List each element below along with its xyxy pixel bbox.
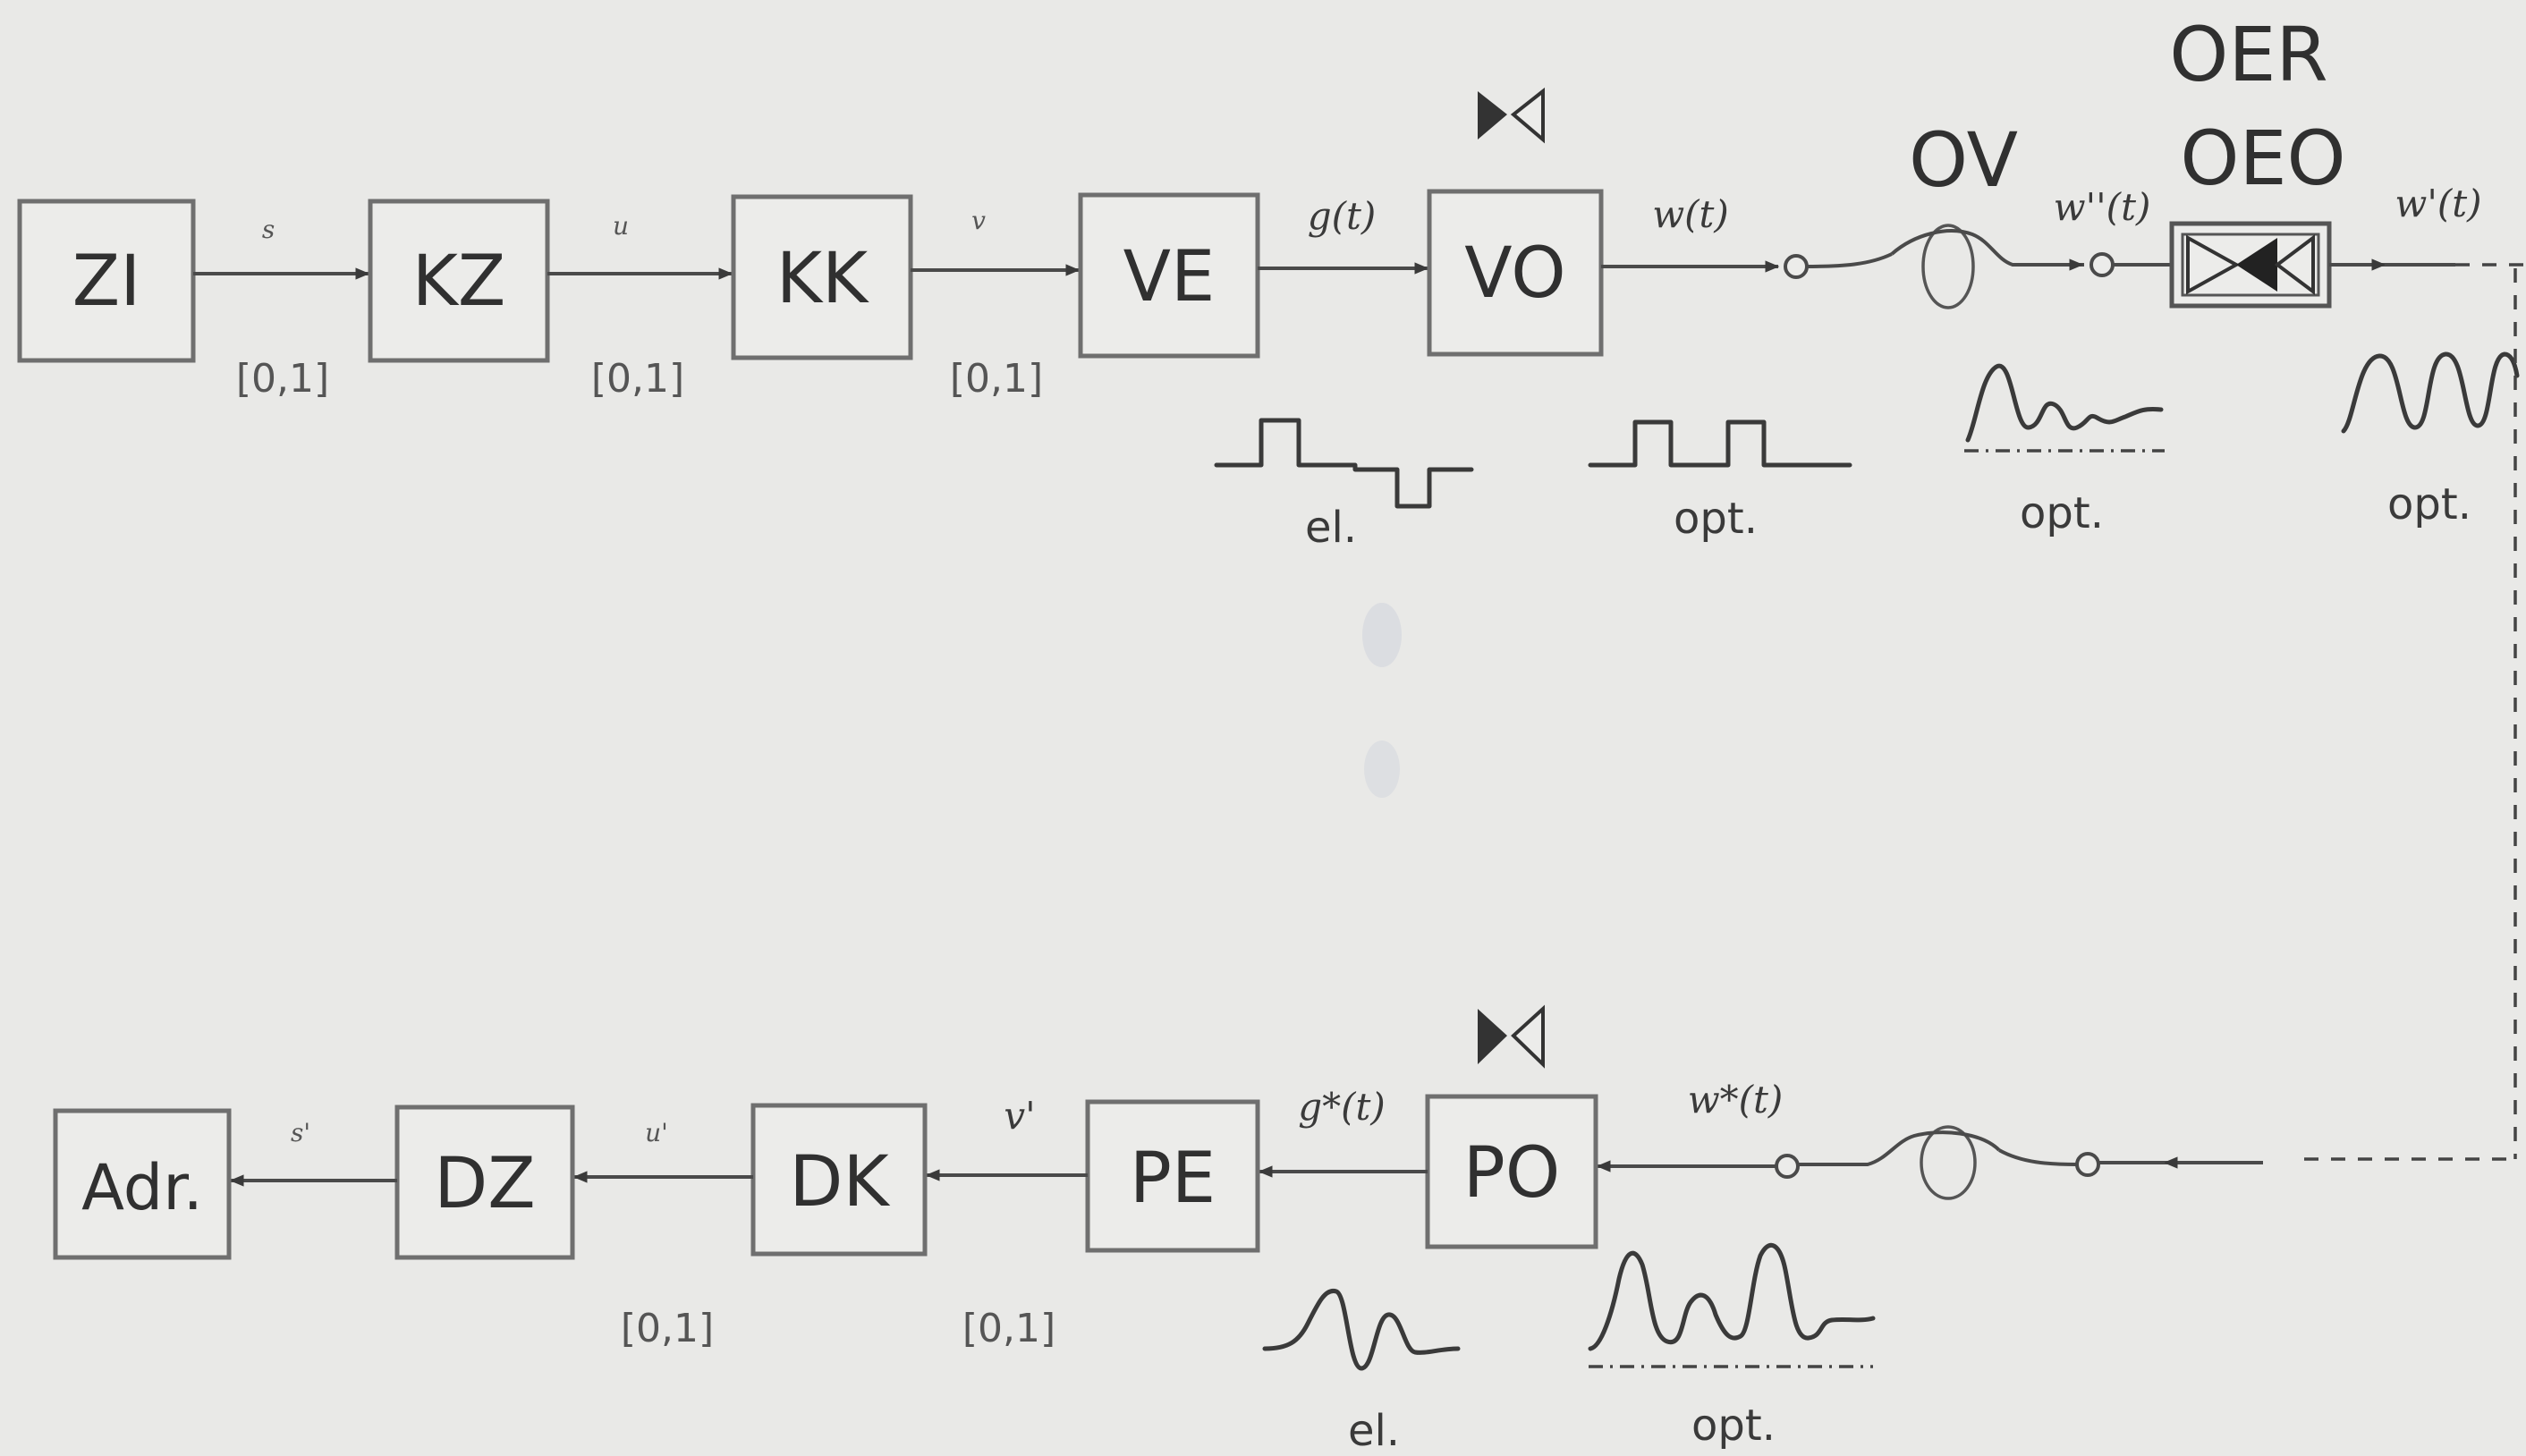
waveform-optical-3 bbox=[2341, 351, 2520, 434]
signal-v: v bbox=[971, 206, 986, 235]
top-row: ZI s [0,1] KZ u [0,1] KK v [0,1] VE g(t) bbox=[17, 11, 2526, 553]
signal-s-prime: s' bbox=[291, 1118, 310, 1147]
smudge bbox=[1362, 603, 1402, 667]
waveform-electrical-bottom bbox=[1262, 1288, 1461, 1371]
block-kz-label: KZ bbox=[412, 241, 506, 322]
signal-u: u bbox=[613, 211, 629, 241]
connector-node-4 bbox=[1775, 1154, 1800, 1179]
block-zi[interactable]: ZI bbox=[17, 199, 196, 363]
block-pe[interactable]: PE bbox=[1085, 1099, 1260, 1253]
connector-node-3 bbox=[2075, 1152, 2100, 1177]
caption-opt-bottom: opt. bbox=[1691, 1401, 1776, 1451]
range-s: [0,1] bbox=[236, 356, 329, 402]
fiber-coil-icon bbox=[1806, 224, 2084, 309]
block-dk[interactable]: DK bbox=[750, 1103, 928, 1257]
signal-g-star: g*(t) bbox=[1298, 1085, 1386, 1129]
caption-opt-3: opt. bbox=[2387, 479, 2471, 529]
block-adr[interactable]: Adr. bbox=[53, 1108, 232, 1260]
connector-node-2 bbox=[2089, 252, 2115, 277]
block-vo[interactable]: VO bbox=[1427, 189, 1604, 357]
bowtie-light-source-icon bbox=[1478, 87, 1545, 144]
waveform-electrical-top bbox=[1214, 418, 1474, 509]
block-ve[interactable]: VE bbox=[1078, 192, 1260, 359]
range-v-prime: [0,1] bbox=[962, 1306, 1055, 1351]
block-vo-label: VO bbox=[1464, 233, 1565, 314]
caption-el-bottom: el. bbox=[1348, 1406, 1400, 1456]
block-adr-label: Adr. bbox=[81, 1151, 203, 1224]
waveform-optical-2 bbox=[1964, 363, 2165, 453]
signal-v-prime: v' bbox=[1004, 1094, 1035, 1138]
signal-w2: w''(t) bbox=[2054, 185, 2151, 229]
waveform-optical-bottom bbox=[1588, 1243, 1876, 1368]
signal-u-prime: u' bbox=[645, 1118, 668, 1147]
fiber-coil-icon-bottom bbox=[1798, 1125, 2078, 1200]
caption-el-top: el. bbox=[1305, 503, 1357, 553]
range-u: [0,1] bbox=[591, 356, 684, 402]
bowtie-repeater-icon[interactable] bbox=[2169, 221, 2332, 309]
block-po-label: PO bbox=[1463, 1133, 1560, 1214]
range-v: [0,1] bbox=[950, 356, 1043, 402]
repeater-label-oer: OER bbox=[2169, 11, 2328, 98]
block-ve-label: VE bbox=[1123, 237, 1216, 317]
block-kz[interactable]: KZ bbox=[368, 199, 550, 363]
caption-opt-2: opt. bbox=[2020, 488, 2104, 538]
signal-s: s bbox=[262, 215, 275, 244]
block-kk-label: KK bbox=[776, 239, 869, 319]
signal-w: w(t) bbox=[1652, 192, 1729, 236]
bottom-row: w*(t) PO g*(t) PE v' [0,1] DK u' [0,1] bbox=[53, 1004, 2263, 1456]
block-po[interactable]: PO bbox=[1425, 1094, 1598, 1249]
block-dk-label: DK bbox=[789, 1142, 890, 1223]
block-pe-label: PE bbox=[1130, 1139, 1216, 1219]
bowtie-light-detector-icon bbox=[1478, 1004, 1545, 1069]
signal-g: g(t) bbox=[1308, 194, 1377, 238]
block-zi-label: ZI bbox=[72, 241, 140, 322]
caption-opt-1: opt. bbox=[1674, 494, 1758, 544]
repeater-label-oeo: OEO bbox=[2180, 114, 2345, 202]
smudge bbox=[1364, 741, 1400, 798]
signal-w-star: w*(t) bbox=[1688, 1078, 1784, 1122]
block-kk[interactable]: KK bbox=[731, 194, 913, 360]
block-dz[interactable]: DZ bbox=[394, 1105, 575, 1260]
waveform-optical-1 bbox=[1588, 419, 1852, 468]
block-dz-label: DZ bbox=[434, 1144, 536, 1224]
connector-node bbox=[1784, 254, 1809, 279]
signal-w3: w'(t) bbox=[2395, 182, 2481, 225]
fiber-label-ov: OV bbox=[1909, 116, 2018, 204]
range-u-prime: [0,1] bbox=[621, 1306, 714, 1351]
